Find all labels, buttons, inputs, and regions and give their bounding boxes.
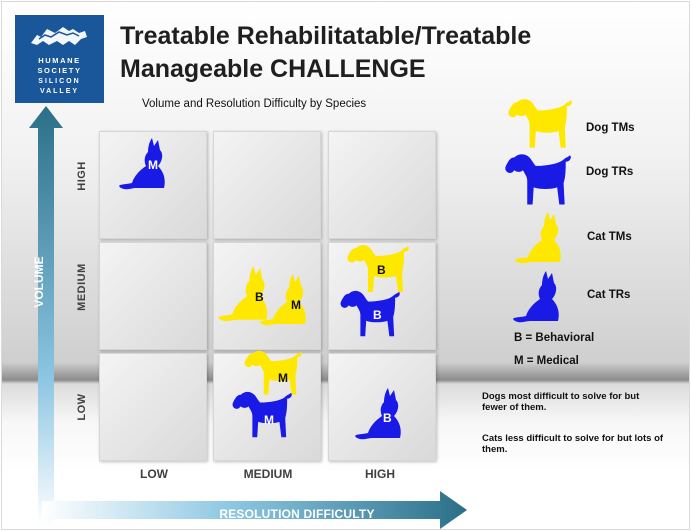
volume-axis-arrow (29, 106, 63, 526)
cell-medium-medium (213, 242, 321, 350)
row-label-medium: MEDIUM (76, 263, 88, 311)
logo-line-1: HUMANE (38, 56, 81, 65)
dog-icon (232, 391, 292, 438)
cat-icon (260, 274, 306, 326)
cell-high-high (328, 131, 436, 239)
legend-label-cat-tr: Cat TRs (587, 289, 631, 301)
col-label-medium: MEDIUM (243, 467, 293, 481)
dog-tm-low-medium: M (242, 348, 306, 402)
col-label-low: LOW (140, 467, 168, 481)
legend-label-dog-tm: Dog TMs (586, 122, 635, 134)
dog-tr-low-medium: M (230, 389, 296, 445)
behavioral-badge: B (377, 263, 386, 277)
key-medical: M = Medical (514, 355, 579, 367)
cat-icon (515, 212, 561, 264)
cell-low-high (328, 353, 436, 461)
legend-cat-tr (510, 268, 566, 326)
dog-icon (508, 99, 572, 148)
legend-dog-tr (502, 151, 576, 213)
note-cats: Cats less difficult to solve for but lot… (482, 433, 664, 455)
slide-title: Treatable Rehabilitatable/Treatable Mana… (120, 20, 600, 86)
cat-icon (355, 388, 401, 440)
key-behavioral: B = Behavioral (514, 332, 595, 344)
note-dogs: Dogs most difficult to solve for but few… (482, 391, 640, 413)
dog-icon (347, 245, 409, 292)
dog-icon (505, 154, 571, 205)
legend-label-dog-tr: Dog TRs (586, 166, 634, 178)
row-label-low: LOW (76, 393, 88, 421)
cat-icon (513, 271, 559, 323)
cat-tr-high-low: M (116, 136, 172, 192)
medical-badge: M (291, 298, 301, 312)
logo-line-3: SILICON (38, 78, 81, 85)
medical-badge: M (278, 371, 288, 385)
col-label-high: HIGH (365, 467, 395, 481)
dog-icon (244, 350, 302, 395)
medical-badge: M (264, 413, 274, 427)
resolution-axis-arrow (42, 491, 467, 529)
cell-medium-low (99, 242, 207, 350)
humane-society-logo: HUMANE SOCIETY SILICON VALLEY (15, 15, 104, 103)
row-label-high: HIGH (76, 161, 88, 191)
legend-label-cat-tm: Cat TMs (587, 231, 632, 243)
cell-high-medium (213, 131, 321, 239)
behavioral-badge: B (383, 411, 392, 425)
behavioral-badge: B (255, 290, 264, 304)
cat-tm-medium-medium-2: M (257, 272, 313, 328)
legend-dog-tm (505, 96, 577, 156)
dog-tr-medium-high: B (339, 288, 403, 344)
dog-tm-medium-high: B (346, 242, 412, 300)
logo-line-4: VALLEY (39, 88, 80, 95)
resolution-axis-label: RESOLUTION DIFFICULTY (219, 507, 375, 521)
slide-subtitle: Volume and Resolution Difficulty by Spec… (142, 98, 367, 110)
volume-axis-label: VOLUME (32, 256, 46, 308)
logo-mark-icon (31, 27, 87, 45)
logo-line-2: SOCIETY (37, 66, 82, 75)
cat-icon (119, 138, 165, 190)
cat-icon (218, 266, 268, 322)
cat-tr-low-high: B (352, 386, 408, 442)
dog-icon (340, 290, 400, 337)
legend-cat-tm (512, 209, 568, 267)
cell-low-low (99, 353, 207, 461)
cat-tm-medium-medium-1: B (215, 264, 275, 324)
behavioral-badge: B (373, 308, 382, 322)
title-line-1: Treatable Rehabilitatable/Treatable (120, 22, 532, 50)
title-line-2: Manageable CHALLENGE (120, 55, 426, 83)
medical-badge: M (148, 158, 158, 172)
